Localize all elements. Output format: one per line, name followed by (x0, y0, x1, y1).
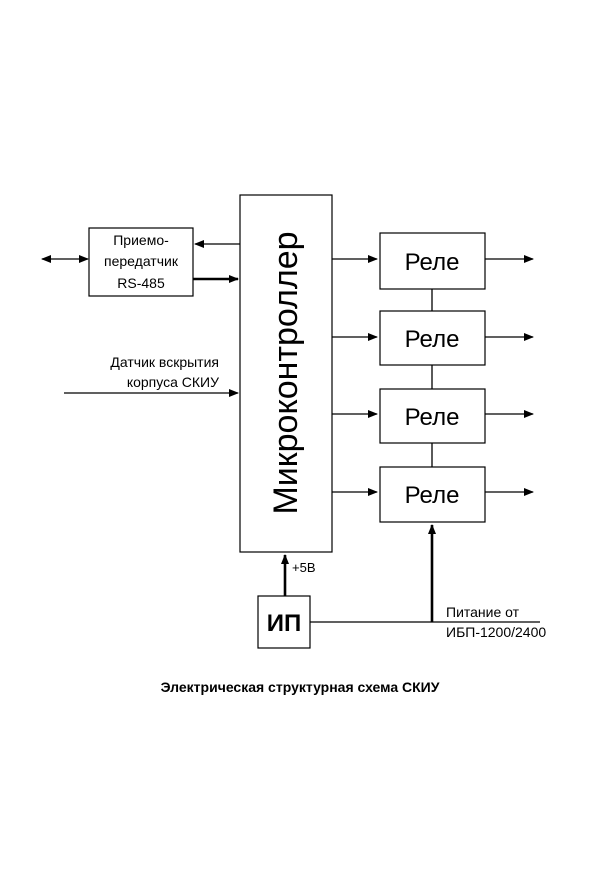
transceiver-block: Приемо- передатчик RS-485 (88, 227, 194, 297)
transceiver-label-line-3: RS-485 (117, 275, 165, 291)
relay-block-1: Реле (332, 232, 534, 290)
relay-label-3: Реле (405, 404, 460, 431)
relay-block-2: Реле (332, 310, 534, 366)
relay-box-1 (379, 232, 486, 290)
relay-box-3 (379, 388, 486, 444)
relay-block-4: Реле (332, 466, 534, 523)
transceiver-box (88, 227, 194, 297)
microcontroller-label: Микроконтроллер (267, 231, 305, 514)
relay-box-4 (379, 466, 486, 523)
transceiver-label-line-1: Приемо- (113, 232, 169, 248)
sensor-label-line-2: корпуса СКИУ (127, 374, 219, 390)
microcontroller-box (239, 194, 333, 553)
power-supply-block: ИП (257, 595, 311, 649)
relay-block-3: Реле (332, 388, 534, 444)
relay-label-1: Реле (405, 249, 460, 276)
power-supply-label: ИП (267, 610, 302, 637)
relay-label-4: Реле (405, 482, 460, 509)
power-source-label-line-1: Питание от (446, 604, 520, 620)
power-source-label-line-2: ИБП-1200/2400 (446, 624, 546, 640)
relay-label-2: Реле (405, 326, 460, 353)
diagram-caption: Электрическая структурная схема СКИУ (161, 679, 440, 695)
voltage-label: +5В (292, 560, 316, 575)
sensor-label-line-1: Датчик вскрытия (110, 354, 219, 370)
microcontroller-block: Микроконтроллер (239, 194, 333, 553)
transceiver-label-line-2: передатчик (104, 253, 179, 269)
sensor-input: Датчик вскрытия корпуса СКИУ (64, 354, 239, 397)
relay-box-2 (379, 310, 486, 366)
